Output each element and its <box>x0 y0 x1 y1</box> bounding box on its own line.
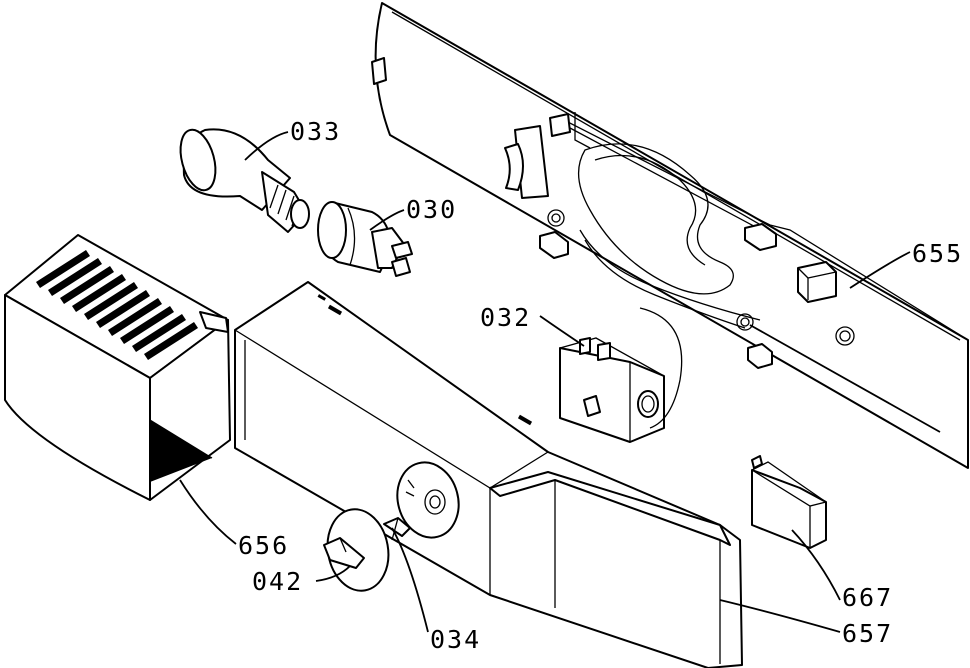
leader-lines <box>179 131 911 633</box>
label-657: 657 <box>842 619 893 648</box>
label-656: 656 <box>238 531 289 560</box>
cap-042 <box>323 508 390 592</box>
lamp-socket-030 <box>317 201 413 277</box>
label-033: 033 <box>290 117 341 146</box>
switch-032 <box>559 307 683 443</box>
label-667: 667 <box>842 583 893 612</box>
label-034: 034 <box>430 625 481 654</box>
mounting-plate-655 <box>371 2 969 469</box>
label-030: 030 <box>406 195 457 224</box>
housing-657 <box>234 281 743 668</box>
label-032: 032 <box>480 303 531 332</box>
clip-034 <box>383 517 411 541</box>
label-655: 655 <box>912 239 963 268</box>
part-labels: 033 030 655 032 656 042 034 667 657 <box>238 117 963 654</box>
bulb-033 <box>179 128 310 233</box>
block-667 <box>751 455 827 549</box>
cover-grille <box>36 250 198 360</box>
lamp-cover-656 <box>4 234 231 501</box>
label-042: 042 <box>252 567 303 596</box>
